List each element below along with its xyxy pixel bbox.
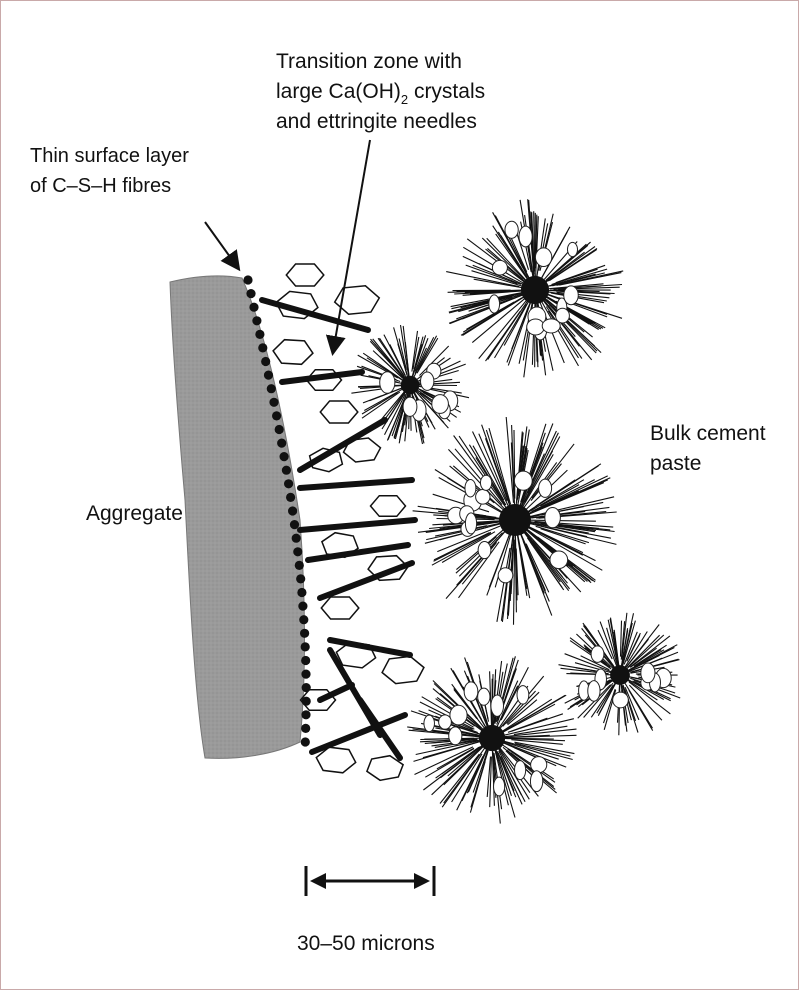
csh-bead (255, 330, 264, 339)
ettringite-needle (300, 480, 412, 488)
csh-cluster (413, 417, 617, 625)
csh-cluster (407, 656, 576, 823)
transition-zone-line3: and ettringite needles (276, 110, 477, 133)
csh-bead (252, 316, 261, 325)
csh-bead (297, 588, 306, 597)
csh-bead (275, 425, 284, 434)
aggregate-label: Aggregate (86, 502, 183, 525)
csh-bead (284, 479, 293, 488)
transition-zone-line2: large Ca(OH) (276, 80, 401, 103)
csh-bead (249, 303, 258, 312)
transition-zone-label: Transition zone with large Ca(OH)2 cryst… (276, 50, 491, 133)
transition-zone-pointer (333, 140, 370, 352)
hexagonal-crystal (273, 340, 313, 365)
csh-bead (272, 411, 281, 420)
hexagonal-crystal (320, 401, 358, 423)
csh-bead (295, 561, 304, 570)
csh-bead (264, 371, 273, 380)
csh-bead (301, 710, 310, 719)
csh-bead (282, 466, 291, 475)
scale-label: 30–50 microns (297, 932, 435, 955)
csh-bead (293, 547, 302, 556)
hexagonal-crystal (382, 656, 424, 683)
csh-bead (286, 493, 295, 502)
ettringite-needle (320, 563, 412, 598)
csh-bead (269, 398, 278, 407)
hexagonal-crystal (321, 597, 359, 619)
ettringite-needle (282, 372, 362, 382)
surface-layer-label: Thin surface layer of C–S–H fibres (30, 145, 195, 197)
csh-bead (301, 724, 310, 733)
hexagonal-crystal (286, 264, 324, 286)
surface-layer-line2: of C–S–H fibres (30, 175, 171, 197)
csh-bead (280, 452, 289, 461)
scale-bar (306, 866, 434, 896)
csh-bead (277, 439, 286, 448)
ettringite-needle (300, 520, 415, 530)
hexagonal-crystal (371, 496, 406, 517)
surface-layer-line1: Thin surface layer (30, 145, 189, 167)
csh-cluster (559, 613, 681, 735)
csh-bead (299, 615, 308, 624)
transition-zone-subscript: 2 (401, 92, 408, 107)
transition-zone-line1: Transition zone with (276, 50, 462, 73)
bulk-paste-label: Bulk cement paste (650, 422, 771, 475)
bulk-paste-line2: paste (650, 452, 701, 475)
csh-bead (302, 683, 311, 692)
ettringite-needle (320, 685, 352, 700)
csh-bead (261, 357, 270, 366)
csh-bead (290, 520, 299, 529)
csh-bead (301, 737, 310, 746)
csh-bead (258, 343, 267, 352)
csh-bead (301, 642, 310, 651)
surface-layer-pointer (205, 222, 238, 268)
csh-bead (292, 534, 301, 543)
aggregate-particle (170, 276, 305, 758)
csh-bead (246, 289, 255, 298)
ettringite-needle (262, 300, 368, 330)
csh-bead (300, 629, 309, 638)
bulk-paste-line1: Bulk cement (650, 422, 766, 445)
csh-bead (298, 602, 307, 611)
csh-cluster (446, 199, 623, 377)
transition-zone-line2-suffix: crystals (408, 80, 485, 103)
csh-bead (288, 506, 297, 515)
csh-bead (301, 670, 310, 679)
csh-bead (267, 384, 276, 393)
csh-bead (243, 275, 252, 284)
csh-bead (296, 574, 305, 583)
csh-bead (301, 656, 310, 665)
